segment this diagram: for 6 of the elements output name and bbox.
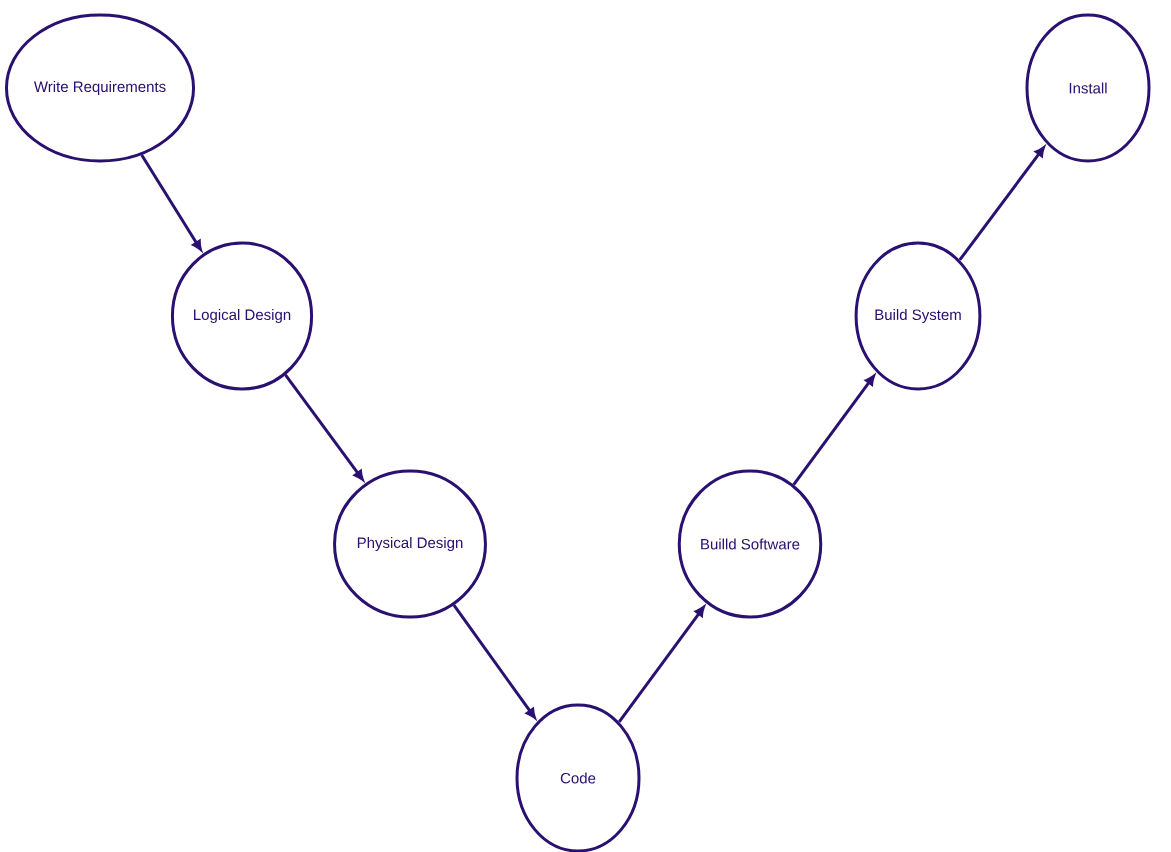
- arrow: [452, 604, 536, 719]
- arrow: [284, 374, 364, 481]
- arrow: [140, 154, 202, 251]
- arrow: [958, 146, 1045, 261]
- arrow: [792, 375, 875, 486]
- arrow: [618, 606, 705, 723]
